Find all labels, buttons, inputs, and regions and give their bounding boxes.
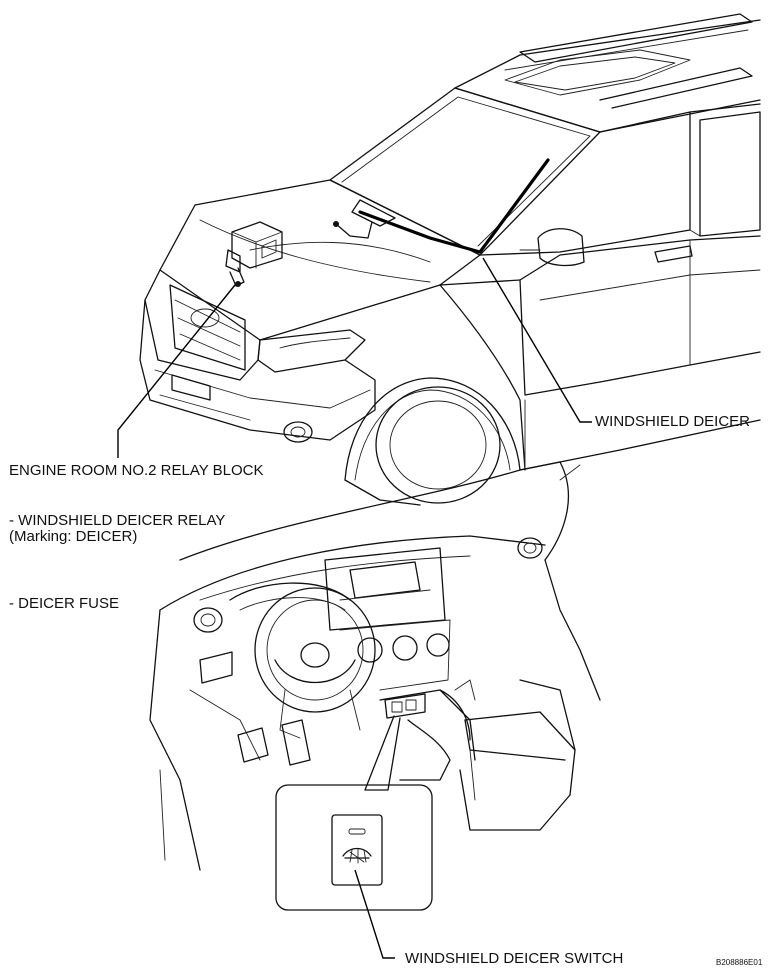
instrument-panel-drawing (149, 461, 601, 871)
deicer-switch-callout (275, 715, 433, 911)
relay-block-label: ENGINE ROOM NO.2 RELAY BLOCK (9, 462, 264, 479)
relay-block-leader (117, 284, 236, 458)
windshield-deicer-wire (333, 158, 550, 254)
deicer-relay-label: - WINDSHIELD DEICER RELAY (9, 512, 226, 529)
relay-marking-label: (Marking: DEICER) (9, 528, 138, 545)
vehicle-exterior-drawing (139, 13, 761, 506)
switch-leader (354, 869, 395, 959)
windshield-deicer-label: WINDSHIELD DEICER (595, 413, 751, 430)
figure-code: B208886E01 (716, 958, 763, 967)
deicer-switch-label: WINDSHIELD DEICER SWITCH (405, 950, 624, 967)
deicer-fuse-label: - DEICER FUSE (9, 595, 120, 612)
deicer-leader (482, 257, 592, 423)
relay-block-drawing (225, 221, 283, 287)
